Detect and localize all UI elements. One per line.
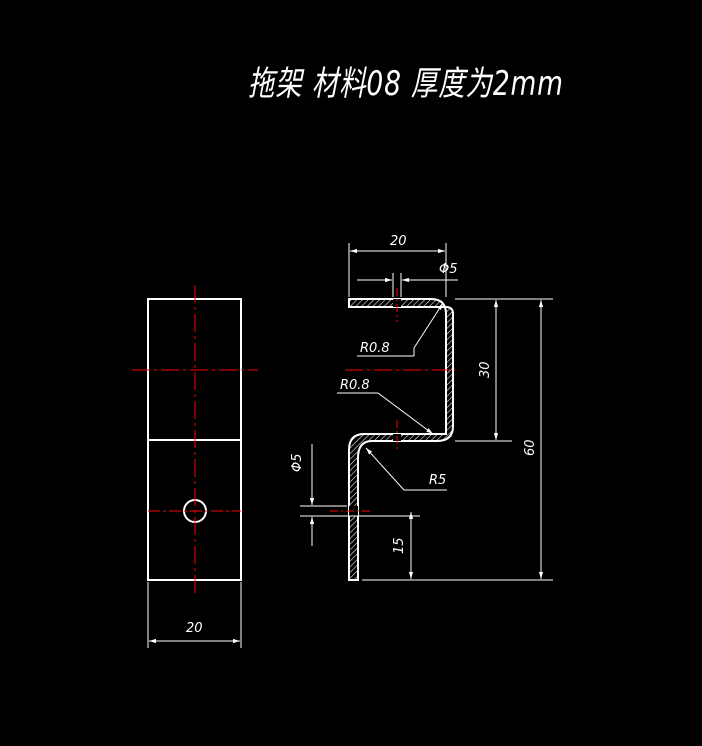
front-view: 20: [132, 285, 258, 648]
upper-radius-leader: [413, 302, 444, 349]
lower-radius-leader: [377, 392, 434, 435]
front-view-width-label: 20: [186, 621, 203, 636]
lower-radius-label: R0.8: [340, 378, 370, 393]
top-hole-gap: [393, 299, 401, 307]
upper-radius-label: R0.8: [360, 341, 390, 356]
height-60-label: 60: [523, 439, 538, 456]
top-hole-label: Φ5: [439, 262, 458, 277]
drawing-title: 拖架 材料08 厚度为2mm: [248, 64, 564, 104]
outer-radius-label: R5: [429, 473, 446, 488]
section-view: 20 Φ5 R0.8 R0.8 R5 Φ5 30: [290, 234, 553, 581]
height-15-label: 15: [392, 537, 407, 554]
top-width-label: 20: [390, 234, 407, 249]
lower-hole-label: Φ5: [290, 453, 305, 472]
outer-radius-leader: [365, 447, 405, 491]
height-30-label: 30: [478, 361, 493, 378]
